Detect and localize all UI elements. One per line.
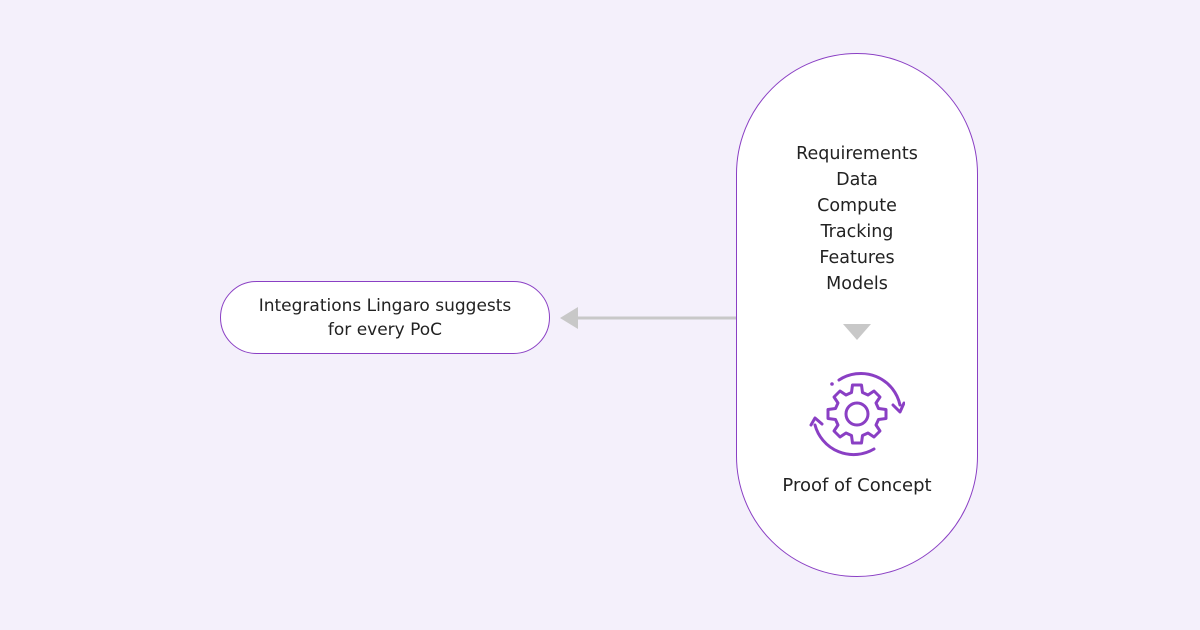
list-item-compute: Compute	[817, 196, 897, 216]
gear-with-cycle-arrows-icon	[809, 372, 905, 457]
poc-pill: Requirements Data Compute Tracking Featu…	[736, 53, 978, 577]
list-item-features: Features	[819, 248, 895, 268]
requirements-list: Requirements Data Compute Tracking Featu…	[737, 141, 977, 297]
proof-of-concept-label: Proof of Concept	[782, 475, 932, 496]
list-item-requirements: Requirements	[796, 144, 918, 164]
integrations-line-2: for every PoC	[327, 319, 443, 340]
integrations-line-1: Integrations Lingaro suggests	[258, 295, 512, 316]
list-item-data: Data	[836, 170, 878, 190]
left-arrow-icon	[560, 307, 740, 329]
down-triangle-icon	[843, 324, 871, 340]
list-item-models: Models	[826, 274, 888, 294]
list-item-tracking: Tracking	[820, 222, 894, 242]
integrations-box: Integrations Lingaro suggests for every …	[220, 281, 550, 354]
connector-arrowhead	[560, 307, 578, 329]
